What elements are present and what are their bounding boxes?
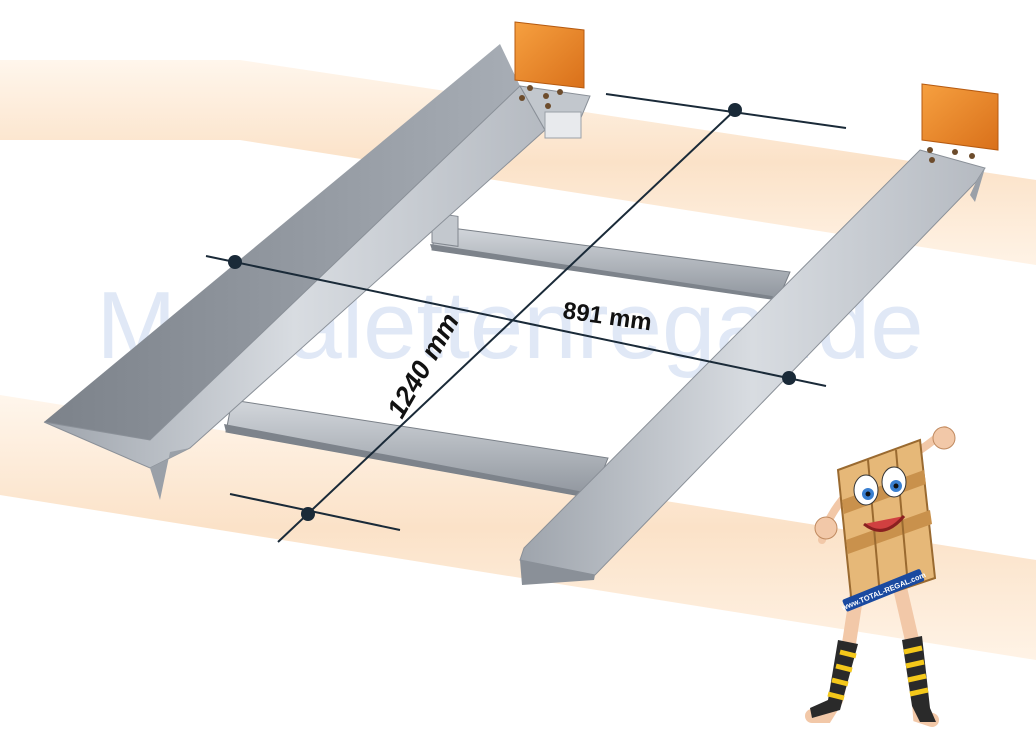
right-end-plate	[921, 83, 999, 163]
dimension-dot	[228, 255, 242, 269]
dimension-depth	[229, 93, 847, 543]
mascot-mouth	[863, 515, 906, 532]
left-rail	[43, 44, 591, 500]
dimension-dot	[782, 371, 796, 385]
right-rail	[519, 149, 986, 585]
dimension-dot	[728, 103, 742, 117]
mascot-sign	[842, 569, 925, 612]
rack-beam-front	[0, 395, 1036, 660]
dimension-dot	[301, 507, 315, 521]
left-end-plate	[514, 21, 585, 109]
dimension-width	[205, 255, 827, 387]
rack-beam-back	[0, 60, 1036, 265]
